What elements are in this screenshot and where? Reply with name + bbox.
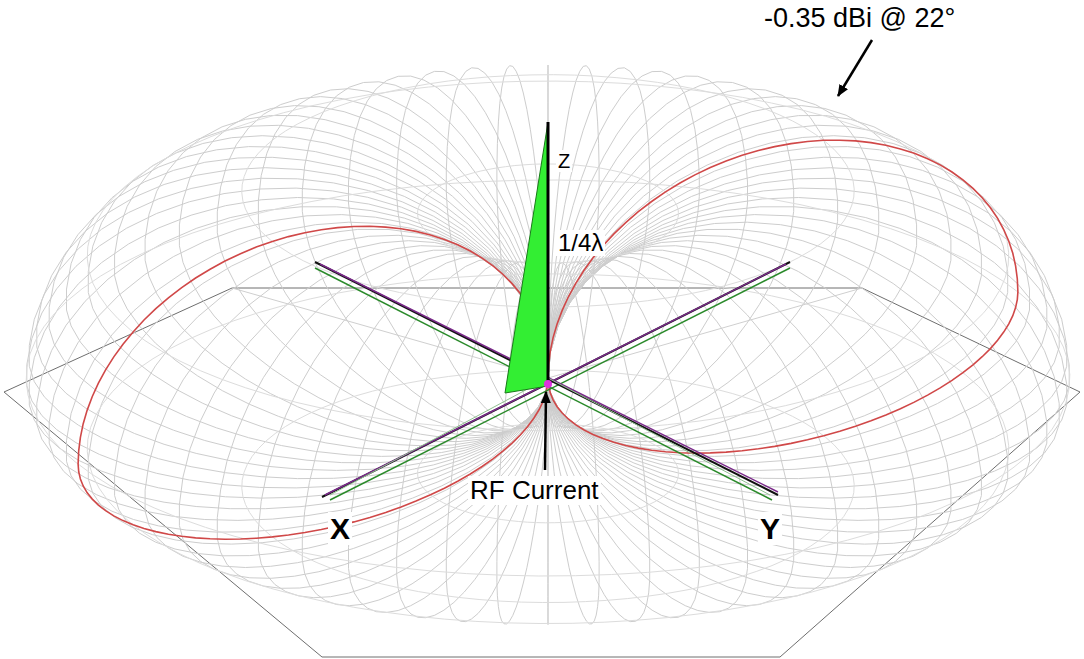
pattern-line [548,207,1059,509]
pattern-line [548,71,699,428]
pattern-line [548,125,981,446]
pattern-line [67,147,549,457]
pattern-line [548,136,1008,451]
pattern-line [115,235,548,556]
pattern-line [548,235,981,556]
pattern-line [548,65,549,427]
pattern-line [217,97,548,436]
pattern-line [548,254,838,598]
pattern-line [548,246,917,579]
pattern-line [418,424,679,523]
pattern-line [37,168,548,471]
torus-mesh [26,65,1070,625]
length-label: 1/4λ [556,230,605,256]
gain-annotation: -0.35 dBi @ 22° [762,4,957,34]
axis-label: X [328,512,352,545]
pattern-line [548,147,1030,457]
pattern-line [87,81,1008,431]
axis-label: Z [556,150,572,172]
leader-arrows [545,40,872,470]
pattern-line [548,82,794,431]
pattern-line [548,68,650,428]
monopole-antenna [505,122,552,393]
pattern-line [179,106,548,439]
pattern-line [548,97,879,436]
axis-label: Y [758,512,782,545]
pattern-line [548,215,1047,521]
pattern-line [548,106,917,439]
axes [315,262,790,500]
pattern-line [258,89,548,433]
pattern-line [548,229,1008,544]
pattern-line [88,136,548,451]
pattern-line [548,140,1018,453]
pattern-line [145,241,548,568]
pattern-line [115,125,548,446]
pattern-line [302,82,548,431]
current-label: RF Current [468,476,601,505]
